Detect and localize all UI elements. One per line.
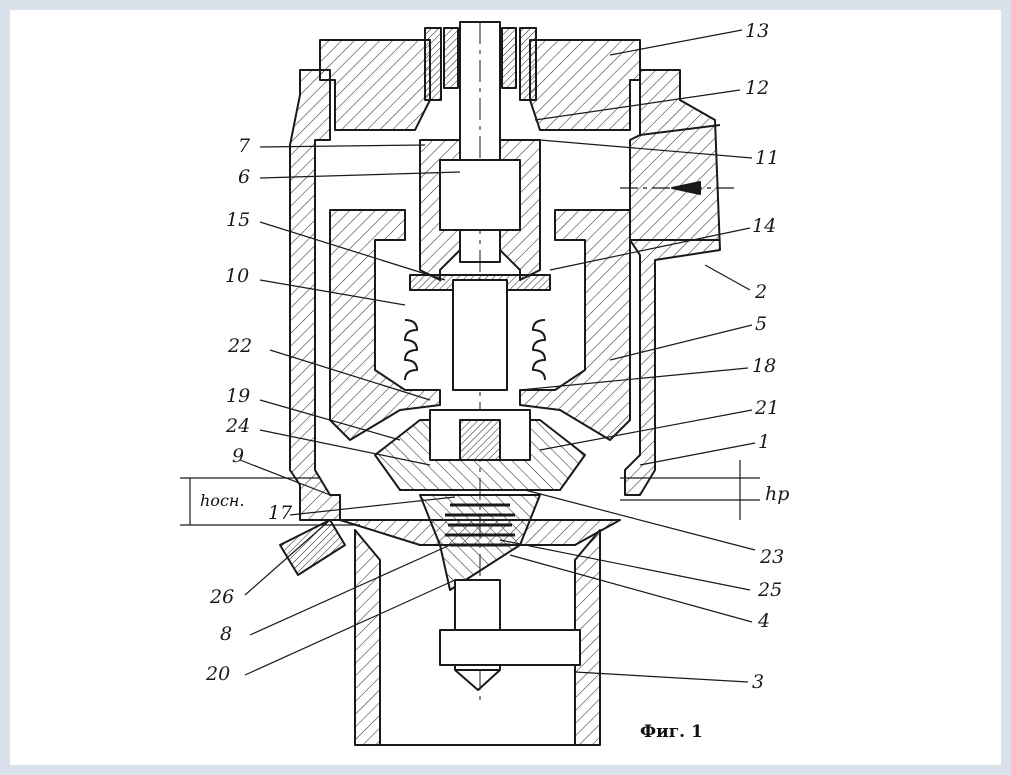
label-5: 5: [755, 313, 767, 335]
outlet-pipe: [354, 529, 601, 746]
label-9: 9: [232, 445, 244, 467]
top-cover: [319, 27, 641, 131]
label-13: 13: [745, 20, 769, 42]
label-18: 18: [752, 355, 776, 377]
label-25: 25: [757, 579, 782, 601]
label-6: 6: [238, 166, 250, 188]
label-2: 2: [754, 281, 767, 303]
label-1: 1: [758, 431, 770, 453]
label-24: 24: [225, 415, 250, 437]
bellows: [404, 279, 546, 391]
leader-lines: [239, 29, 756, 683]
seat-cone: [339, 494, 621, 591]
dimension-h-osn: hосн.: [200, 491, 245, 510]
label-12: 12: [745, 77, 769, 99]
label-8: 8: [220, 623, 232, 645]
label-22: 22: [227, 335, 252, 357]
label-21: 21: [754, 397, 779, 419]
valve-head: [374, 409, 586, 491]
label-17: 17: [268, 502, 293, 524]
stem: [419, 21, 541, 700]
side-fitting: [279, 519, 346, 576]
dimension-lines: [180, 460, 760, 526]
label-10: 10: [225, 265, 249, 287]
label-4: 4: [757, 610, 770, 632]
label-26: 26: [209, 586, 234, 608]
label-11: 11: [755, 147, 779, 169]
label-14: 14: [752, 215, 776, 237]
part-labels: 13 12 11 7 6 15 14 10 2 5 22 18 19 21 24…: [200, 20, 789, 742]
label-19: 19: [226, 385, 250, 407]
dimension-h-p: hр: [765, 483, 789, 505]
label-7: 7: [238, 135, 251, 157]
figure-caption: Фиг. 1: [640, 722, 703, 742]
label-15: 15: [226, 209, 250, 231]
label-20: 20: [205, 663, 230, 685]
label-3: 3: [752, 671, 764, 693]
flow-arrow: [620, 181, 735, 195]
label-23: 23: [759, 546, 784, 568]
